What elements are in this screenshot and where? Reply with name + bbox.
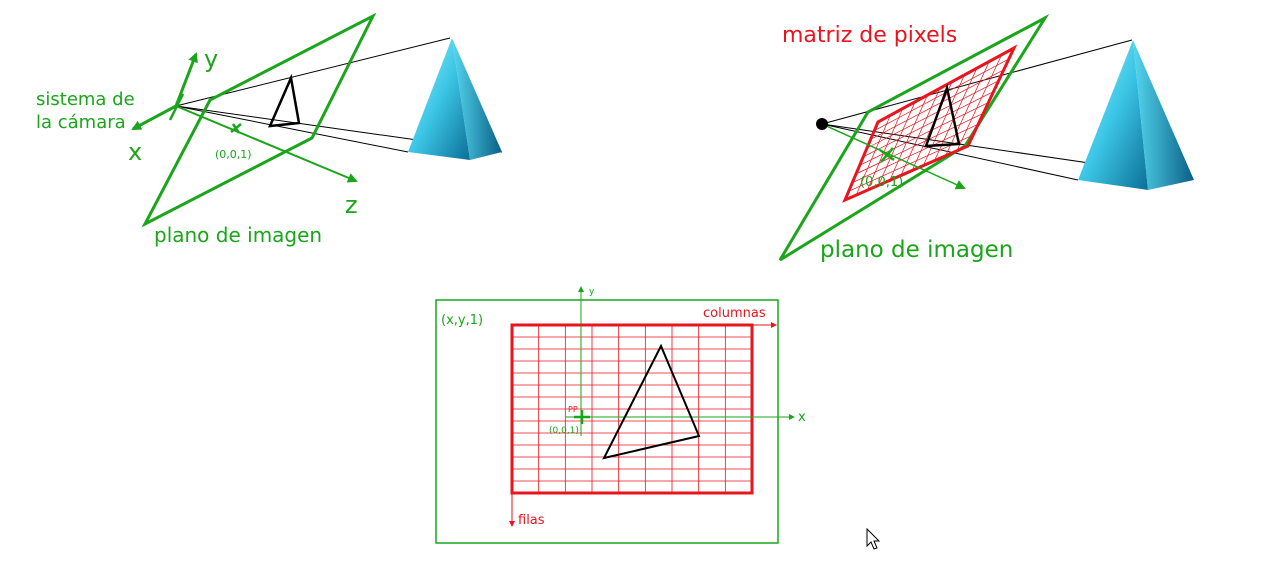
image-plane-label: plano de imagen bbox=[820, 237, 1013, 263]
projected-triangle bbox=[267, 73, 301, 128]
top-left-panel: y x z sistema de la cámara (0,0,1) plano… bbox=[36, 12, 503, 247]
principal-point-pp-label: PP bbox=[568, 405, 578, 414]
grid-line bbox=[934, 68, 978, 161]
principal-point-cross bbox=[879, 147, 895, 163]
rows-label: filas bbox=[518, 513, 545, 528]
grid-line bbox=[870, 69, 1004, 140]
pyramid-icon bbox=[408, 38, 502, 160]
grid-line bbox=[874, 58, 1010, 131]
principal-point-cross bbox=[574, 410, 590, 424]
axis-x-label: x bbox=[128, 138, 142, 166]
image-plane bbox=[141, 12, 377, 228]
image-plane bbox=[778, 14, 1050, 262]
homogeneous-point-label: (x,y,1) bbox=[441, 313, 483, 328]
grid-line bbox=[866, 80, 999, 149]
pixel-matrix-label: matriz de pixels bbox=[782, 23, 957, 48]
grid-line bbox=[900, 88, 941, 176]
grid-line bbox=[889, 94, 928, 181]
arrow-cursor-icon bbox=[866, 527, 881, 550]
grid-line bbox=[863, 91, 994, 157]
axis-y-label: y bbox=[589, 287, 595, 297]
columns-label: columnas bbox=[703, 306, 766, 321]
camera-center bbox=[816, 118, 828, 130]
camera-system-label-line1: sistema de bbox=[36, 89, 135, 110]
principal-point-label: (0,0,1) bbox=[860, 175, 903, 190]
axis-y-label: y bbox=[204, 45, 218, 73]
origin-label: (0,0,1) bbox=[549, 426, 579, 436]
grid-line bbox=[945, 61, 990, 156]
grid-line bbox=[867, 108, 904, 191]
pixel-matrix-border bbox=[842, 44, 1018, 203]
grid-line bbox=[922, 74, 965, 166]
origin-tick bbox=[168, 93, 185, 121]
projected-triangle bbox=[602, 343, 701, 460]
top-right-panel: matriz de pixels (0,0,1) plano de imagen bbox=[778, 14, 1194, 263]
camera-axis-y bbox=[174, 52, 198, 107]
projected-triangle bbox=[924, 83, 961, 148]
grid-line bbox=[956, 54, 1002, 152]
camera-axis-x bbox=[131, 104, 177, 131]
grid-line bbox=[855, 113, 984, 175]
image-plane-frame bbox=[435, 299, 779, 544]
pyramid-icon bbox=[1078, 40, 1194, 190]
grid-line bbox=[878, 101, 916, 186]
principal-point-label: (0,0,1) bbox=[215, 148, 252, 161]
optical-axis bbox=[821, 123, 966, 190]
grid-line bbox=[859, 102, 989, 166]
camera-axis-z bbox=[175, 105, 358, 183]
camera-system-label-line2: la cámara bbox=[36, 112, 126, 133]
principal-point-cross bbox=[230, 123, 242, 134]
axis-x-label: x bbox=[798, 410, 806, 425]
pixel-grid bbox=[512, 325, 752, 493]
image-plane-label: plano de imagen bbox=[154, 223, 322, 247]
axis-z-label: z bbox=[345, 191, 358, 219]
bottom-panel: (x,y,1) columnas filas x y PP (0,0,1) bbox=[435, 286, 806, 544]
grid-line bbox=[852, 123, 979, 183]
grid-line bbox=[855, 115, 891, 196]
